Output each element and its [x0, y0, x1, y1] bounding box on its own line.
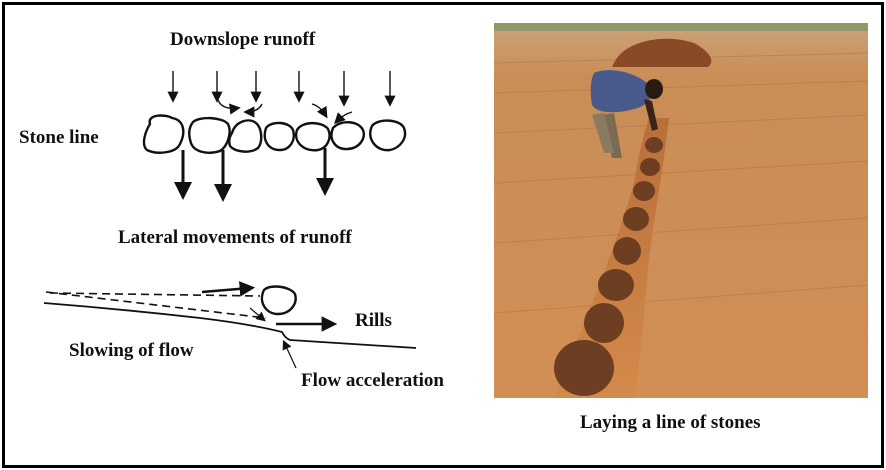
water-surface-dashed — [49, 292, 261, 297]
stone-line — [142, 114, 407, 154]
acceleration-pointer — [282, 339, 297, 369]
lateral-curl-arrow — [311, 103, 328, 119]
lateral-arrows — [174, 148, 334, 202]
stone — [227, 119, 263, 153]
flow-acceleration-label: Flow acceleration — [301, 370, 444, 391]
rills-label: Rills — [355, 310, 392, 331]
lateral-curl-arrow — [217, 99, 241, 115]
water-surface-dashed — [45, 291, 267, 319]
stone — [369, 119, 407, 152]
photo-illustration — [494, 23, 868, 398]
stone-laying-photo — [494, 23, 868, 398]
stone — [142, 114, 185, 154]
stone-row — [554, 137, 663, 396]
slowing-arrow — [249, 307, 266, 322]
stone — [330, 121, 365, 151]
photo-caption: Laying a line of stones — [580, 412, 761, 433]
lateral-curl-arrow — [334, 111, 353, 124]
farmer-figure — [590, 70, 663, 158]
ground-surface-line — [43, 302, 417, 349]
stone-line-label: Stone line — [19, 127, 99, 148]
slowing-of-flow-label: Slowing of flow — [69, 340, 194, 361]
lateral-curl-arrow — [243, 103, 263, 118]
flow-arrow-top — [201, 281, 256, 297]
stone-pile — [612, 38, 712, 67]
downslope-runoff-label: Downslope runoff — [170, 29, 316, 50]
downslope-arrows — [167, 71, 396, 124]
stone — [294, 121, 331, 152]
slope-profile — [43, 281, 417, 369]
profile-stone — [260, 285, 297, 316]
stone — [263, 121, 295, 152]
lateral-movements-label: Lateral movements of runoff — [118, 227, 352, 248]
stone — [188, 116, 231, 154]
